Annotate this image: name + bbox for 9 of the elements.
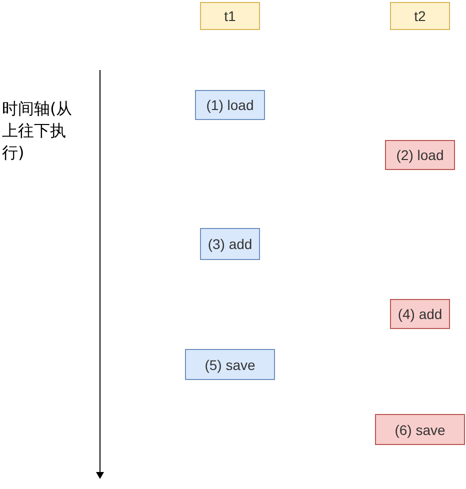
- step-box: (2) load: [385, 140, 455, 170]
- step-box: (1) load: [195, 90, 265, 120]
- thread-label: t2: [390, 2, 450, 30]
- step-box: (3) add: [200, 228, 260, 260]
- thread-label: t1: [200, 2, 260, 30]
- axis-label: 时间轴(从上往下执行): [2, 98, 74, 164]
- step-box: (4) add: [390, 299, 450, 329]
- step-box: (5) save: [185, 349, 275, 380]
- step-box: (6) save: [375, 414, 465, 445]
